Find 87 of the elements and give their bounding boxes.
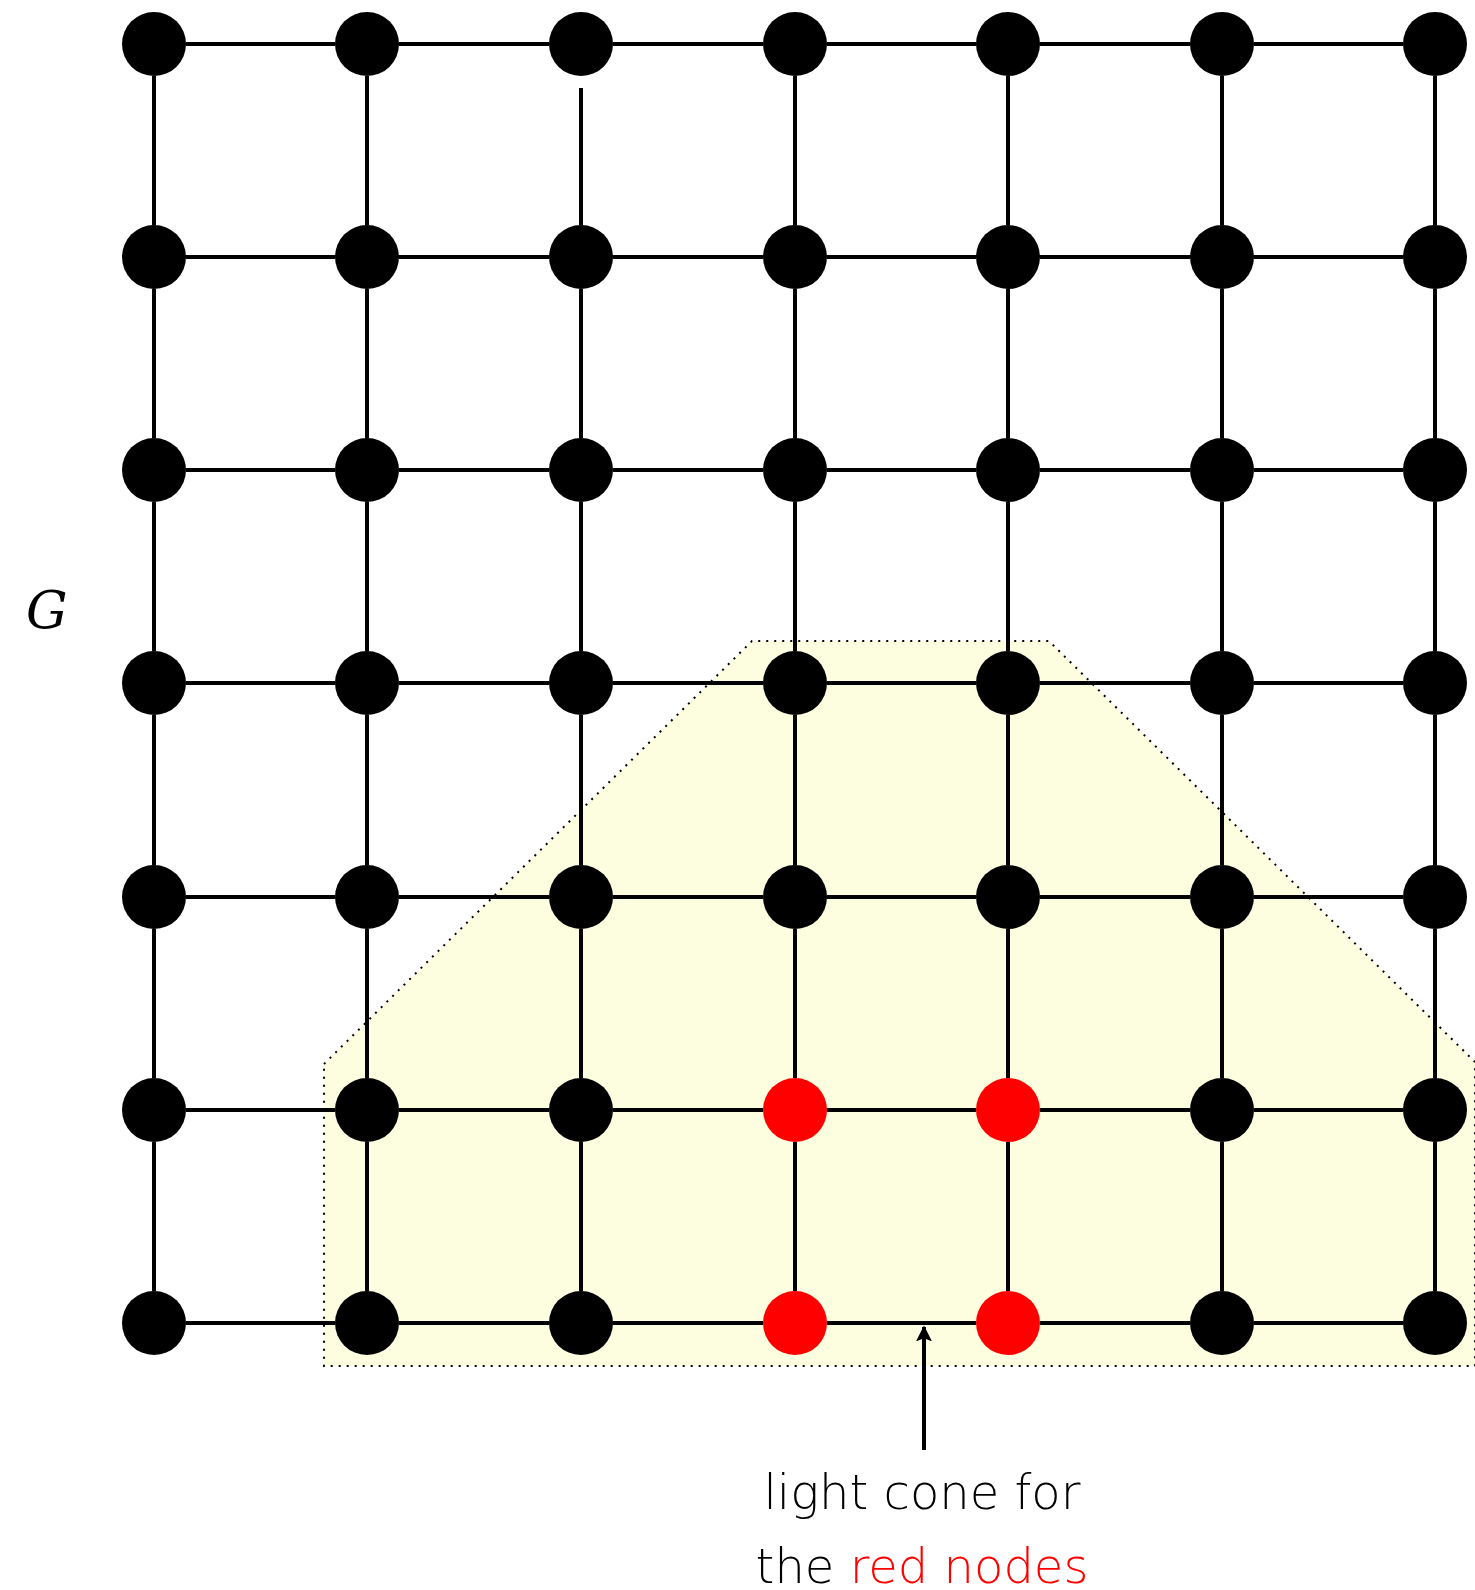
graph-edge: [365, 76, 369, 225]
graph-edge: [827, 895, 976, 899]
graph-edge: [365, 1142, 369, 1291]
graph-edge: [579, 715, 583, 865]
graph-edge: [827, 255, 976, 259]
graph-edge: [793, 1142, 797, 1291]
graph-edge: [399, 681, 549, 685]
graph-edge: [793, 715, 797, 865]
graph-edge: [1040, 1108, 1190, 1112]
graph-edge: [1220, 929, 1224, 1078]
graph-edge: [399, 255, 549, 259]
graph-edge: [152, 502, 156, 651]
graph-edge: [579, 88, 583, 225]
graph-edge: [613, 1321, 763, 1325]
graph-edge: [1433, 1142, 1437, 1291]
graph-edge: [1040, 1321, 1190, 1325]
graph-edge: [1220, 289, 1224, 438]
graph-edge: [579, 502, 583, 651]
graph-edge: [793, 929, 797, 1078]
graph-edge: [1254, 468, 1403, 472]
graph-edge: [1006, 1142, 1010, 1291]
graph-edge: [186, 1108, 335, 1112]
graph-edge: [827, 1108, 976, 1112]
graph-edge: [613, 895, 763, 899]
graph-edge: [186, 42, 335, 46]
graph-edge: [1040, 42, 1190, 46]
graph-edge: [1040, 255, 1190, 259]
graph-edge: [613, 255, 763, 259]
graph-edge: [579, 1142, 583, 1291]
graph-edge: [579, 289, 583, 438]
graph-edge: [827, 681, 976, 685]
graph-edge: [1220, 715, 1224, 865]
graph-edge: [365, 929, 369, 1078]
graph-edge: [1040, 468, 1190, 472]
graph-edge: [1220, 502, 1224, 651]
leader-arrow: [916, 1325, 932, 1450]
graph-edge: [365, 289, 369, 438]
graph-edge: [152, 289, 156, 438]
graph-edge: [579, 929, 583, 1078]
graph-edge: [152, 76, 156, 225]
graph-edge: [399, 468, 549, 472]
graph-edge: [1006, 76, 1010, 225]
graph-edge: [365, 502, 369, 651]
graph-edge: [1220, 1142, 1224, 1291]
graph-edge: [1433, 929, 1437, 1078]
graph-edge: [793, 76, 797, 225]
graph-label: G: [26, 580, 68, 640]
graph-edge: [1433, 502, 1437, 651]
graph-edge: [1006, 502, 1010, 651]
graph-edge: [152, 929, 156, 1078]
graph-edge: [1254, 895, 1403, 899]
graph-edge: [793, 502, 797, 651]
graph-edge: [1220, 76, 1224, 225]
graph-edge: [827, 1321, 976, 1325]
graph-edge: [1254, 255, 1403, 259]
graph-edge: [1006, 929, 1010, 1078]
graph-edge: [186, 255, 335, 259]
graph-edge: [399, 42, 549, 46]
graph-edge: [613, 1108, 763, 1112]
graph-edge: [1254, 1108, 1403, 1112]
graph-edge: [1433, 76, 1437, 225]
graph-edge: [613, 468, 763, 472]
graph-edge: [186, 1321, 335, 1325]
graph-edge: [1254, 681, 1403, 685]
graph-edge: [1006, 289, 1010, 438]
graph-edge: [1254, 42, 1403, 46]
graph-edge: [186, 468, 335, 472]
graph-edge: [1254, 1321, 1403, 1325]
graph-edge: [365, 715, 369, 865]
graph-edge: [186, 895, 335, 899]
graph-edge: [186, 681, 335, 685]
graph-edge: [399, 1321, 549, 1325]
graph-edge: [399, 1108, 549, 1112]
graph-edge: [152, 715, 156, 865]
graph-edge: [1006, 715, 1010, 865]
graph-edge: [1433, 289, 1437, 438]
graph-edge: [1040, 895, 1190, 899]
annotation-text: light cone for the red nodes: [742, 1455, 1102, 1590]
graph-edge: [827, 42, 976, 46]
graph-edge: [793, 289, 797, 438]
graph-edge: [399, 895, 549, 899]
graph-edge: [827, 468, 976, 472]
graph-edge: [613, 681, 763, 685]
graph-edge: [1433, 715, 1437, 865]
graph-edge: [152, 1142, 156, 1291]
graph-edge: [613, 42, 763, 46]
graph-edge: [1040, 681, 1190, 685]
